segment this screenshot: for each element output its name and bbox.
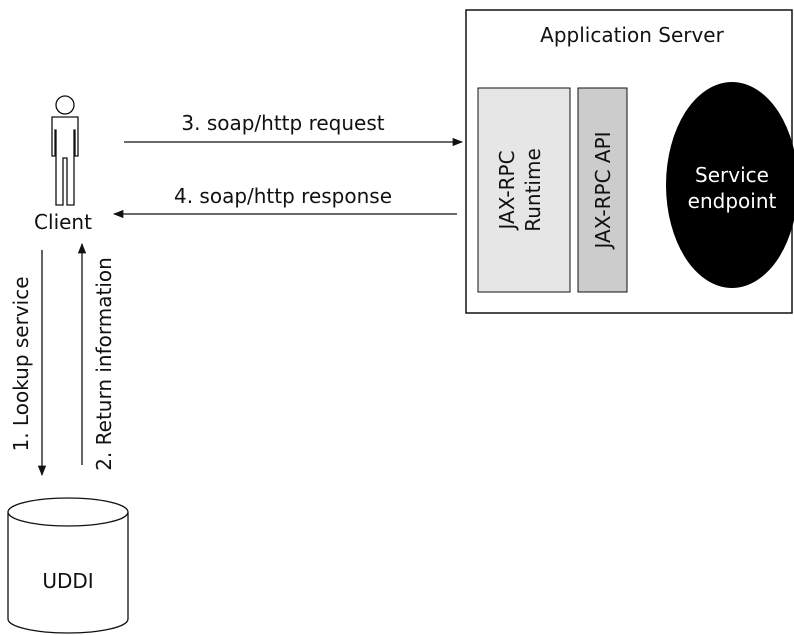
soap-request-label: 3. soap/http request (181, 111, 384, 135)
uddi-database-icon (7, 497, 129, 634)
jax-rpc-runtime: JAX-RPC Runtime (477, 87, 571, 293)
soap-response-label: 4. soap/http response (174, 184, 392, 208)
jax-rpc-api-label: JAX-RPC API (591, 131, 615, 250)
service-endpoint: Service endpoint (666, 82, 794, 288)
jax-rpc-api-box (577, 87, 628, 293)
soap-response-flow: 4. soap/http response (112, 184, 457, 219)
return-flow: 2. Return information (77, 242, 116, 471)
client-label: Client (34, 210, 92, 234)
jax-rpc-runtime-label-line1: JAX-RPC (495, 150, 519, 231)
lookup-label: 1. Lookup service (9, 276, 33, 451)
return-label: 2. Return information (92, 257, 116, 471)
application-server-title: Application Server (540, 23, 724, 47)
application-server: Application Server JAX-RPC Runtime JAX-R… (465, 9, 794, 314)
client-person-icon (51, 95, 79, 206)
soap-request-flow: 3. soap/http request (124, 111, 464, 147)
service-endpoint-ellipse (666, 82, 794, 288)
jax-rpc-runtime-label-line2: Runtime (521, 148, 545, 232)
service-endpoint-label-line2: endpoint (688, 189, 777, 213)
jax-rpc-api: JAX-RPC API (577, 87, 628, 293)
uddi-cylinder-top (7, 497, 129, 527)
lookup-flow: 1. Lookup service (9, 250, 47, 477)
jax-rpc-runtime-box (477, 87, 571, 293)
uddi-label: UDDI (42, 569, 93, 593)
service-endpoint-label-line1: Service (695, 163, 769, 187)
uddi-cylinder-body (7, 512, 129, 634)
